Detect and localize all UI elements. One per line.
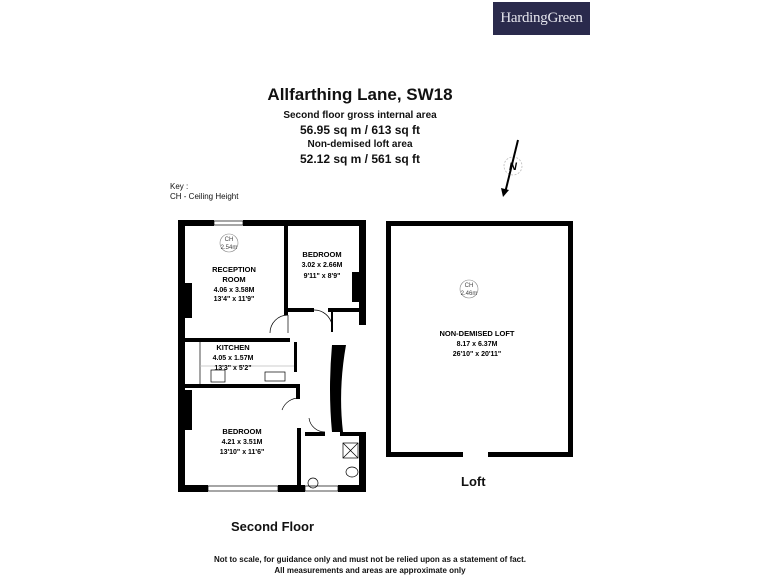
svg-text:3.02 x 2.66M: 3.02 x 2.66M (302, 262, 343, 269)
svg-text:26'10" x 20'11": 26'10" x 20'11" (453, 351, 502, 358)
key-ch: CH - Ceiling Height (170, 192, 239, 201)
svg-text:13'3" x 5'2": 13'3" x 5'2" (214, 365, 251, 372)
svg-text:2.54m: 2.54m (221, 245, 238, 251)
gross-area-label: Second floor gross internal area (283, 110, 437, 121)
svg-text:8.17 x 6.37M: 8.17 x 6.37M (457, 341, 498, 348)
room-non-demised-loft: NON-DEMISED LOFT 8.17 x 6.37M 26'10" x 2… (440, 329, 515, 358)
svg-text:BEDROOM: BEDROOM (302, 250, 341, 259)
svg-text:9'11" x 8'9": 9'11" x 8'9" (304, 273, 341, 280)
svg-text:13'10" x 11'6": 13'10" x 11'6" (220, 449, 265, 456)
svg-text:4.21 x 3.51M: 4.21 x 3.51M (222, 439, 263, 446)
key-legend: Key : CH - Ceiling Height (170, 182, 238, 202)
ceiling-height-loft: CH 2.46m (459, 279, 479, 299)
svg-text:CH: CH (225, 237, 234, 243)
second-floor-label: Second Floor (231, 519, 315, 534)
svg-text:ROOM: ROOM (222, 275, 245, 284)
svg-text:KITCHEN: KITCHEN (216, 343, 249, 352)
disclaimer-line-2: All measurements and areas are approxima… (274, 566, 466, 575)
loft-area-label: Non-demised loft area (307, 139, 413, 150)
loft-label: Loft (461, 474, 486, 489)
loft-area-value: 52.12 sq m / 561 sq ft (299, 152, 421, 166)
svg-text:2.46m: 2.46m (461, 291, 478, 297)
second-floor-fixtures (199, 220, 359, 492)
room-kitchen: KITCHEN 4.05 x 1.57M 13'3" x 5'2" (213, 343, 254, 372)
svg-text:NON-DEMISED LOFT: NON-DEMISED LOFT (440, 329, 515, 338)
svg-text:CH: CH (465, 283, 474, 289)
svg-text:4.06 x 3.58M: 4.06 x 3.58M (214, 287, 255, 294)
svg-text:13'4" x 11'9": 13'4" x 11'9" (214, 296, 255, 303)
ceiling-height-reception: CH 2.54m (219, 233, 239, 253)
compass-north-label: N (509, 161, 518, 173)
property-title: Allfarthing Lane, SW18 (267, 85, 453, 104)
compass-icon: N (501, 139, 523, 197)
room-bedroom-2: BEDROOM 4.21 x 3.51M 13'10" x 11'6" (220, 427, 265, 456)
room-bedroom-1: BEDROOM 3.02 x 2.66M 9'11" x 8'9" (302, 250, 343, 280)
svg-text:RECEPTION: RECEPTION (212, 265, 256, 274)
svg-text:4.05 x 1.57M: 4.05 x 1.57M (213, 355, 254, 362)
key-title: Key : (170, 182, 189, 191)
loft-plan (386, 221, 573, 457)
room-reception: RECEPTION ROOM 4.06 x 3.58M 13'4" x 11'9… (212, 265, 256, 303)
disclaimer-line-1: Not to scale, for guidance only and must… (213, 555, 527, 564)
disclaimer: Not to scale, for guidance only and must… (200, 554, 540, 576)
svg-text:BEDROOM: BEDROOM (222, 427, 261, 436)
gross-area-value: 56.95 sq m / 613 sq ft (299, 123, 421, 137)
harding-green-logo: HardingGreen (493, 2, 590, 35)
second-floor-plan (178, 220, 366, 492)
